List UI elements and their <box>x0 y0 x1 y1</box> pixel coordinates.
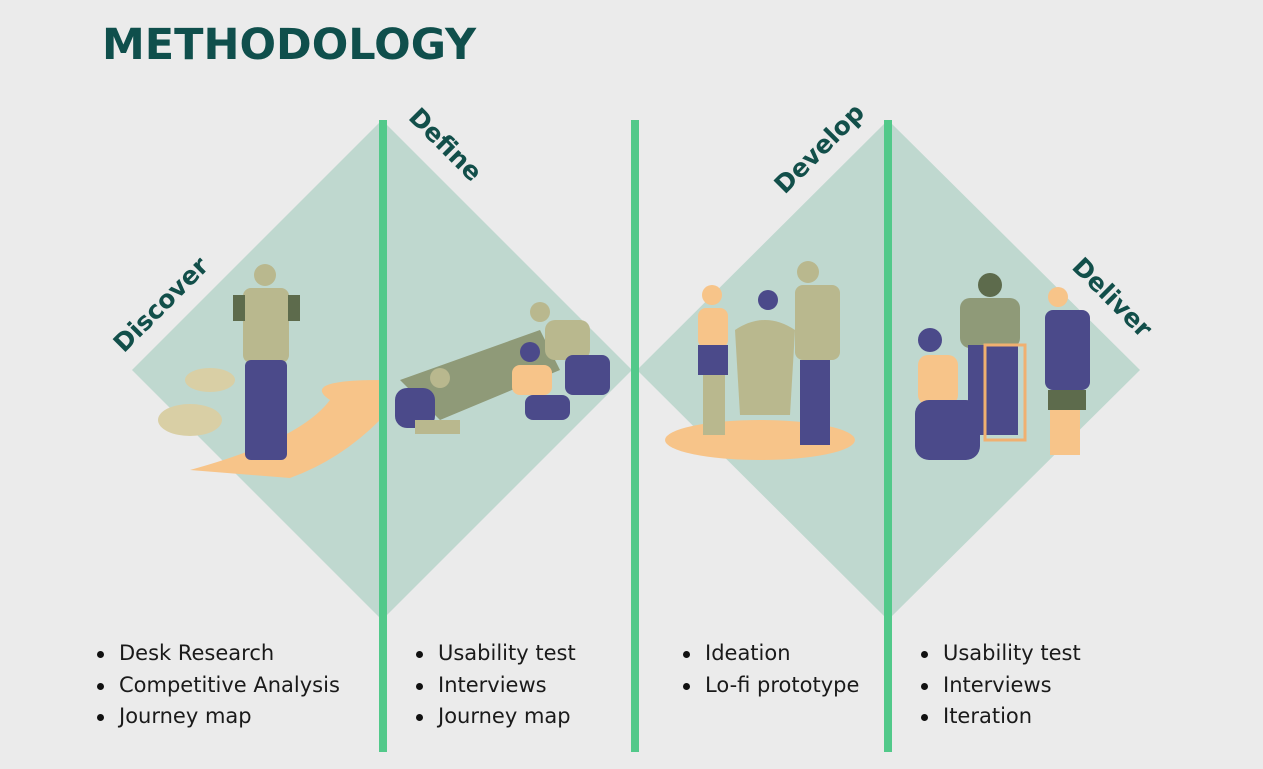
list-item: Interviews <box>921 670 1081 702</box>
define-methods-list: Usability test Interviews Journey map <box>416 638 576 733</box>
list-item: Journey map <box>97 701 340 733</box>
list-item: Usability test <box>416 638 576 670</box>
list-item: Usability test <box>921 638 1081 670</box>
list-item: Lo-fi prototype <box>683 670 859 702</box>
divider-line <box>884 120 892 752</box>
list-item: Journey map <box>416 701 576 733</box>
page-title: METHODOLOGY <box>102 20 477 70</box>
define-illustration <box>395 302 610 434</box>
list-item: Iteration <box>921 701 1081 733</box>
develop-methods-list: Ideation Lo-fi prototype <box>683 638 859 701</box>
develop-illustration <box>665 261 855 460</box>
list-item: Interviews <box>416 670 576 702</box>
deliver-illustration <box>915 273 1090 460</box>
divider-line <box>631 120 639 752</box>
divider-line <box>379 120 387 752</box>
list-item: Competitive Analysis <box>97 670 340 702</box>
list-item: Desk Research <box>97 638 340 670</box>
discover-illustration <box>158 264 380 478</box>
discover-methods-list: Desk Research Competitive Analysis Journ… <box>97 638 340 733</box>
deliver-methods-list: Usability test Interviews Iteration <box>921 638 1081 733</box>
list-item: Ideation <box>683 638 859 670</box>
